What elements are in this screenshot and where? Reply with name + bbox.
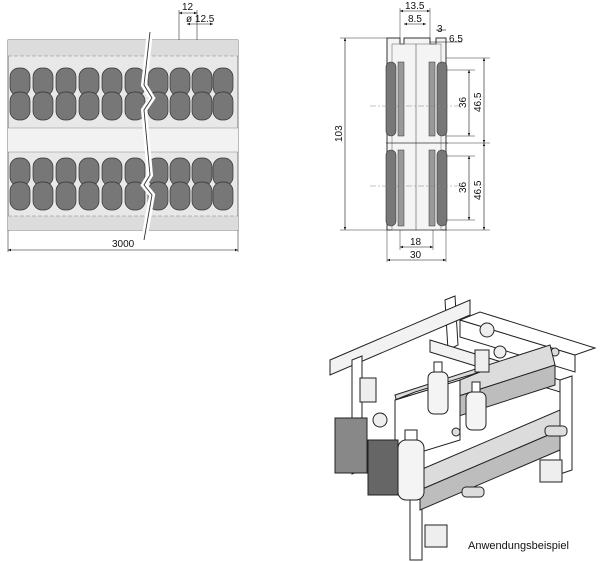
dim-inner-width: 8.5 bbox=[408, 14, 422, 25]
bottom-band bbox=[8, 216, 238, 230]
roller bbox=[32, 91, 54, 121]
middle-band bbox=[8, 128, 238, 152]
dim-bottom-outer: 30 bbox=[410, 250, 422, 261]
roller bbox=[124, 181, 146, 211]
top-band bbox=[8, 40, 238, 56]
roller bbox=[191, 181, 213, 211]
roller bbox=[169, 181, 191, 211]
application-illustration bbox=[329, 295, 597, 561]
roller bbox=[55, 91, 77, 121]
side-view: 13.5 8.5 3 6.5 103 36 46.5 36 46.5 18 bbox=[334, 1, 490, 262]
roller bbox=[212, 181, 234, 211]
dim-length: 3000 bbox=[112, 239, 135, 250]
roller bbox=[32, 181, 54, 211]
roller bbox=[101, 181, 123, 211]
side-rollers bbox=[385, 61, 448, 227]
roller bbox=[191, 91, 213, 121]
dim-height: 103 bbox=[334, 125, 345, 142]
dim-bottom-inner: 18 bbox=[410, 237, 422, 248]
dim-roller-dia: ø 12.5 bbox=[186, 14, 215, 25]
dim-row-outer-2: 46.5 bbox=[473, 180, 484, 200]
roller bbox=[169, 91, 191, 121]
roller bbox=[212, 91, 234, 121]
roller bbox=[9, 91, 31, 121]
roller bbox=[78, 91, 100, 121]
roller-grid bbox=[9, 67, 234, 211]
roller bbox=[55, 181, 77, 211]
dim-top-width: 13.5 bbox=[405, 1, 425, 12]
dim-row-outer: 46.5 bbox=[473, 92, 484, 112]
application-caption: Anwendungsbeispiel bbox=[468, 540, 569, 552]
dim-lip: 3 bbox=[437, 24, 443, 35]
front-view: 12 ø 12.5 3000 bbox=[7, 2, 239, 252]
dim-flange: 6.5 bbox=[449, 34, 463, 45]
roller bbox=[78, 181, 100, 211]
dim-row-inner: 36 bbox=[458, 96, 469, 108]
dim-pitch: 12 bbox=[182, 2, 194, 13]
roller bbox=[9, 181, 31, 211]
roller bbox=[101, 91, 123, 121]
dim-row-inner-2: 36 bbox=[458, 181, 469, 193]
